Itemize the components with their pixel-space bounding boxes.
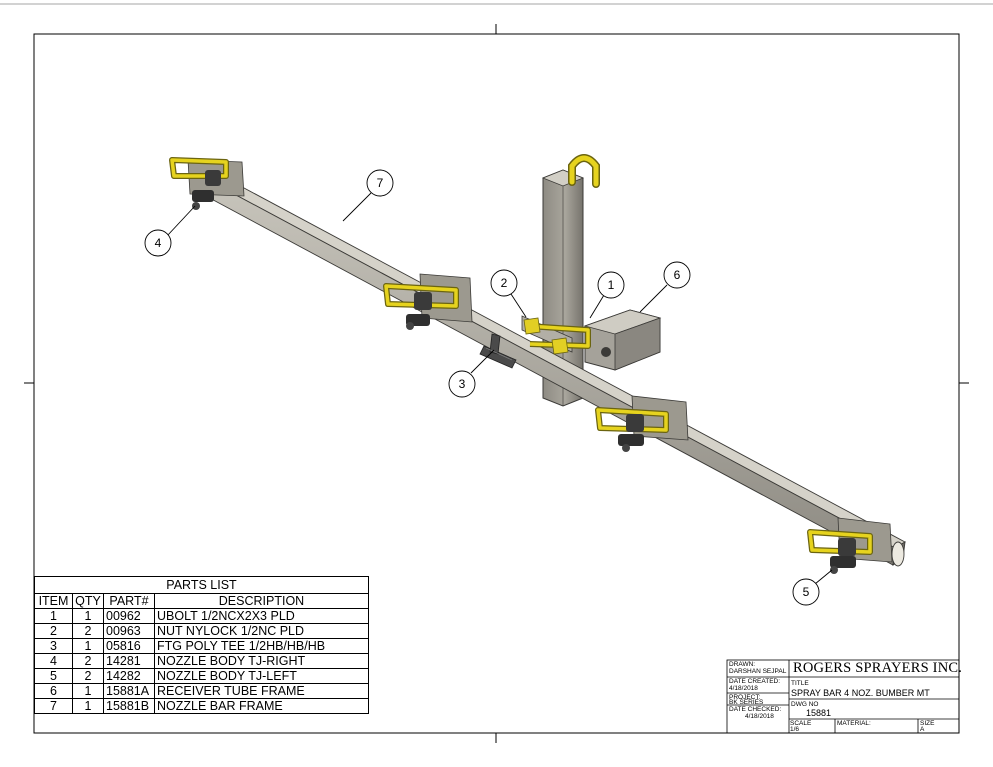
table-row: 5 2 14282 NOZZLE BODY TJ-LEFT — [34, 668, 369, 684]
dwg-no-value: 15881 — [806, 708, 832, 718]
nozzle-bracket-1 — [169, 157, 245, 210]
date-checked-value: 4/18/2018 — [745, 713, 774, 720]
date-created-label: DATE CREATED: — [729, 678, 781, 685]
balloon-6: 6 — [663, 261, 691, 289]
table-row: 3 1 05816 FTG POLY TEE 1/2HB/HB/HB — [34, 638, 369, 654]
table-row: 2 2 00963 NUT NYLOCK 1/2NC PLD — [34, 623, 369, 639]
part-cell: 00962 — [103, 608, 155, 624]
item-cell: 7 — [34, 698, 73, 714]
part-cell: 05816 — [103, 638, 155, 654]
scale-value: 1/6 — [790, 726, 800, 733]
description-cell: NUT NYLOCK 1/2NC PLD — [154, 623, 369, 639]
nozzle-bracket-4 — [807, 517, 893, 574]
drawn-value: DARSHAN SEJPAL — [729, 668, 787, 675]
qty-cell: 2 — [72, 668, 104, 684]
drawing-title: SPRAY BAR 4 NOZ. BUMBER MT — [791, 688, 930, 698]
parts-list-table: PARTS LIST ITEM QTY PART# DESCRIPTION 1 … — [34, 576, 369, 714]
nozzle-bracket-2 — [383, 273, 473, 330]
material-label: MATERIAL: — [837, 720, 871, 727]
table-row: 6 1 15881A RECEIVER TUBE FRAME — [34, 683, 369, 699]
item-cell: 4 — [34, 653, 73, 669]
balloon-3: 3 — [448, 370, 476, 398]
column-header-description: DESCRIPTION — [154, 593, 369, 609]
parts-list-title: PARTS LIST — [34, 576, 369, 594]
svg-text:5: 5 — [803, 585, 810, 599]
project-label: PROJECT: — [729, 694, 761, 701]
drawn-label: DRAWN: — [729, 661, 756, 668]
center-ubolt — [523, 317, 591, 355]
receiver-tube-frame — [583, 309, 662, 371]
qty-cell: 2 — [72, 653, 104, 669]
balloon-1: 1 — [597, 271, 625, 299]
balloon-2: 2 — [490, 269, 518, 297]
svg-text:4: 4 — [155, 236, 162, 250]
item-cell: 1 — [34, 608, 73, 624]
description-cell: NOZZLE BODY TJ-LEFT — [154, 668, 369, 684]
qty-cell: 1 — [72, 698, 104, 714]
table-row: 1 1 00962 UBOLT 1/2NCX2X3 PLD — [34, 608, 369, 624]
scale-label: SCALE — [790, 720, 812, 727]
balloon-4: 4 — [144, 229, 172, 257]
item-cell: 3 — [34, 638, 73, 654]
item-cell: 2 — [34, 623, 73, 639]
leader-lines — [166, 192, 833, 585]
balloon-7: 7 — [366, 169, 394, 197]
balloon-5: 5 — [792, 578, 820, 606]
part-cell: 14281 — [103, 653, 155, 669]
date-checked-label: DATE CHECKED: — [729, 706, 782, 713]
qty-cell: 1 — [72, 638, 104, 654]
table-row: 4 2 14281 NOZZLE BODY TJ-RIGHT — [34, 653, 369, 669]
column-header-part: PART# — [103, 593, 155, 609]
date-created-value: 4/18/2018 — [729, 685, 758, 692]
svg-text:2: 2 — [501, 276, 508, 290]
item-cell: 6 — [34, 683, 73, 699]
item-cell: 5 — [34, 668, 73, 684]
description-cell: NOZZLE BODY TJ-RIGHT — [154, 653, 369, 669]
svg-text:6: 6 — [674, 268, 681, 282]
title-label: TITLE — [791, 680, 809, 687]
poly-tee-fitting — [479, 333, 517, 369]
description-cell: UBOLT 1/2NCX2X3 PLD — [154, 608, 369, 624]
part-cell: 14282 — [103, 668, 155, 684]
dwg-no-label: DWG NO — [791, 701, 819, 708]
part-cell: 15881B — [103, 698, 155, 714]
qty-cell: 2 — [72, 623, 104, 639]
sheet-border — [0, 3, 993, 743]
svg-text:3: 3 — [459, 377, 466, 391]
column-header-item: ITEM — [34, 593, 73, 609]
description-cell: RECEIVER TUBE FRAME — [154, 683, 369, 699]
company-name: ROGERS SPRAYERS INC. — [793, 660, 963, 676]
svg-text:7: 7 — [377, 176, 384, 190]
size-label: SIZE — [920, 720, 935, 727]
description-cell: FTG POLY TEE 1/2HB/HB/HB — [154, 638, 369, 654]
size-value: A — [920, 726, 925, 733]
qty-cell: 1 — [72, 608, 104, 624]
part-cell: 15881A — [103, 683, 155, 699]
part-cell: 00963 — [103, 623, 155, 639]
description-cell: NOZZLE BAR FRAME — [154, 698, 369, 714]
qty-cell: 1 — [72, 683, 104, 699]
nozzle-bracket-3 — [595, 395, 689, 452]
svg-text:1: 1 — [608, 278, 615, 292]
project-value: BK SERIES — [729, 699, 764, 706]
title-block-frame — [726, 659, 960, 734]
table-row: 7 1 15881B NOZZLE BAR FRAME — [34, 698, 369, 714]
column-header-qty: QTY — [72, 593, 104, 609]
